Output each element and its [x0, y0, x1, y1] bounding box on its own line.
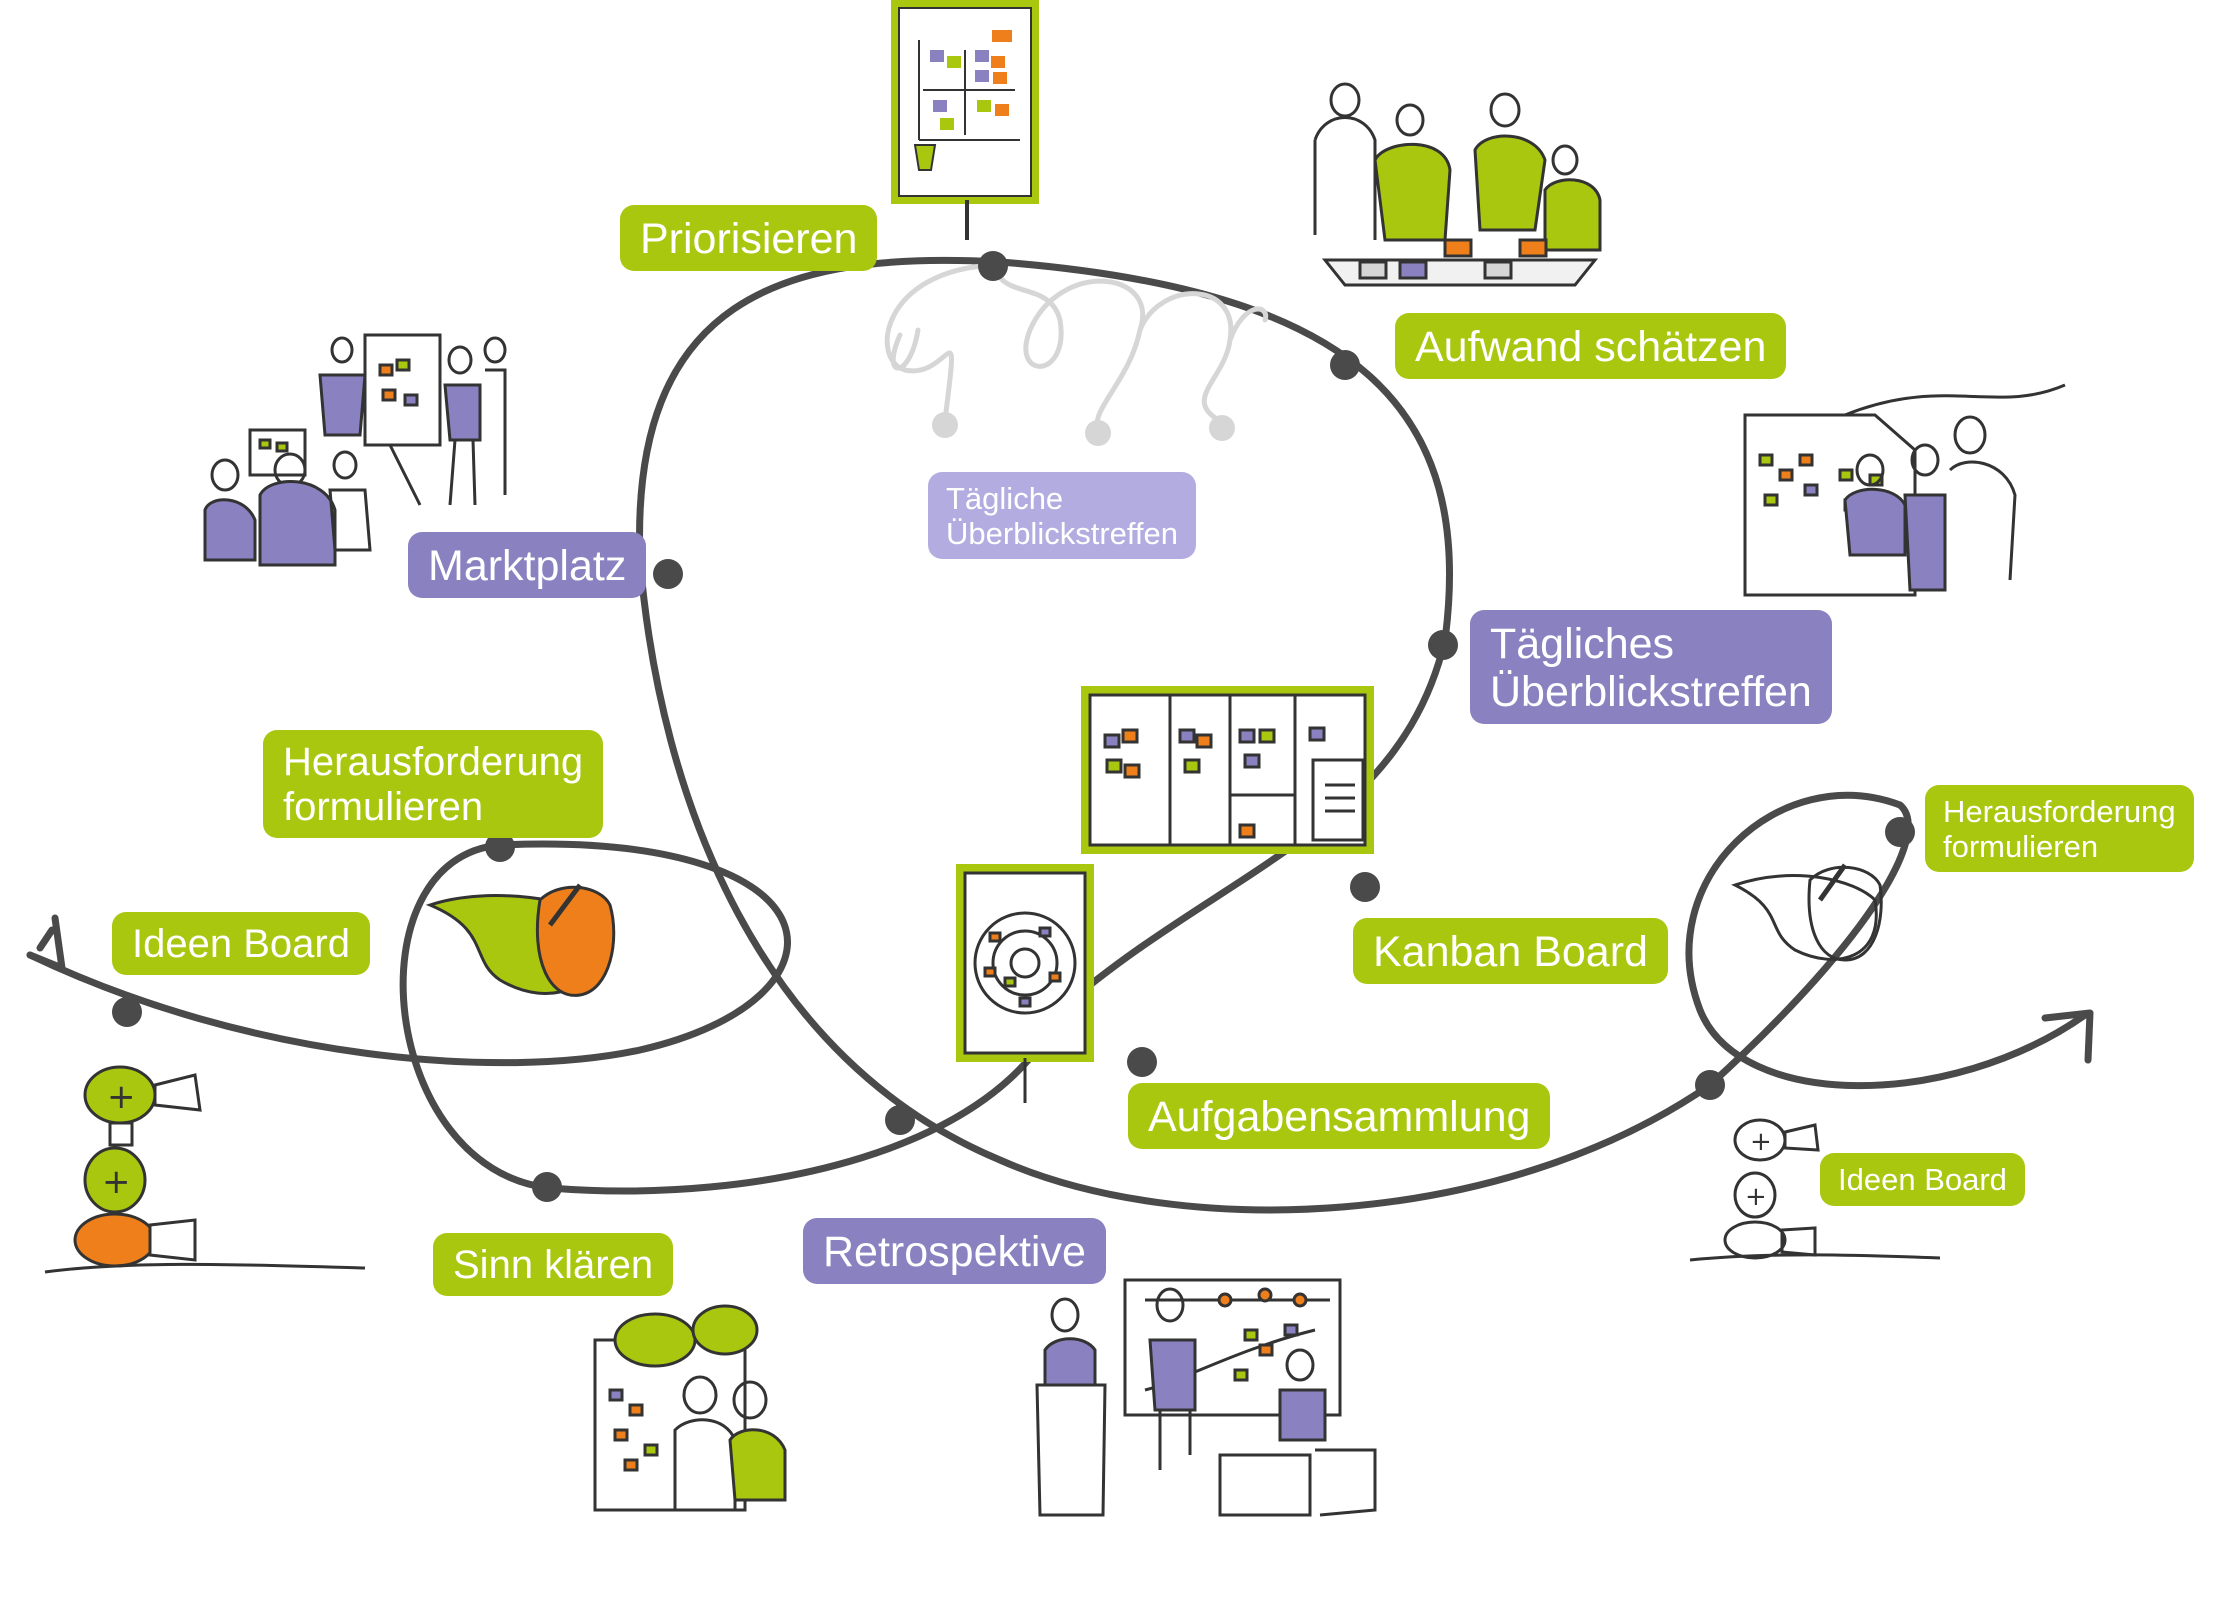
label-herausforderung-formulieren-2: Herausforderung formulieren — [1925, 785, 2194, 873]
daily-loop-dot — [932, 412, 958, 438]
label-aufwand-schaetzen: Aufwand schätzen — [1395, 313, 1787, 380]
label-retrospektive: Retrospektive — [803, 1218, 1106, 1285]
station-dot-priorisieren — [978, 251, 1008, 281]
station-dot-taegliches — [1428, 630, 1458, 660]
svg-text:+: + — [102, 1162, 131, 1202]
label-ideen-board-2: Ideen Board — [1820, 1153, 2025, 1206]
station-dot-herausforderung — [485, 832, 515, 862]
label-taegliches-ueberblickstreffen: Tägliches Überblickstreffen — [1470, 610, 1832, 725]
idea-lightbulbs-icon: + + — [44, 1065, 366, 1274]
label-line-2: formulieren — [283, 784, 484, 829]
prioritization-flipchart-icon — [891, 0, 1039, 240]
label-marktplatz: Marktplatz — [408, 532, 647, 599]
station-dot-sinn-klaeren — [532, 1172, 562, 1202]
station-dot-marktplatz — [653, 559, 683, 589]
daily-loops — [884, 262, 1269, 433]
label-aufgabensammlung: Aufgabensammlung — [1128, 1083, 1551, 1150]
retrospective-team-icon — [1035, 1278, 1377, 1517]
station-dot-kanban-board — [1350, 872, 1380, 902]
station-dot-aufgabensammlung — [1127, 1047, 1157, 1077]
idea-lightbulbs-outline-icon: + + — [1689, 1118, 1941, 1262]
svg-text:+: + — [107, 1077, 136, 1117]
meaning-discussion-team-icon — [593, 1304, 787, 1512]
daily-loop-dot — [1209, 415, 1235, 441]
label-taegliche-ueberblickstreffen: Tägliche Überblickstreffen — [928, 472, 1197, 560]
label-line-1: Herausforderung — [1943, 794, 2176, 829]
station-dot-aufwand — [1330, 350, 1360, 380]
label-herausforderung-formulieren: Herausforderung formulieren — [263, 730, 604, 838]
writing-hand-outline-icon — [1731, 863, 1883, 962]
station-dot-ideen-board-2 — [1695, 1070, 1725, 1100]
label-sinn-klaeren: Sinn klären — [433, 1233, 674, 1296]
label-line-1: Tägliche — [946, 481, 1064, 516]
marketplace-team-icon — [203, 333, 507, 567]
svg-text:+: + — [1745, 1182, 1767, 1212]
label-ideen-board: Ideen Board — [112, 912, 370, 975]
label-kanban-board: Kanban Board — [1353, 918, 1668, 985]
label-priorisieren: Priorisieren — [620, 205, 878, 272]
label-line-2: Überblickstreffen — [946, 515, 1179, 551]
station-dot-herausforderung-2 — [1885, 817, 1915, 847]
label-line-1: Herausforderung — [283, 740, 584, 784]
label-line-2: Überblickstreffen — [1490, 668, 1812, 717]
standup-team-icon — [1743, 383, 2066, 597]
daily-loop-dot — [1085, 420, 1111, 446]
station-dot-ideen-board — [112, 997, 142, 1027]
estimation-team-icon — [1313, 82, 1602, 287]
arrow-head-icon — [2041, 1009, 2094, 1064]
svg-text:+: + — [1750, 1127, 1772, 1157]
writing-hand-icon — [425, 883, 616, 997]
label-line-1: Tägliches — [1490, 620, 1675, 668]
goal-target-flipchart-icon — [956, 864, 1094, 1103]
kanban-board-icon — [1081, 686, 1374, 854]
start-tail-icon — [26, 914, 66, 972]
station-dot-retrospektive — [885, 1105, 915, 1135]
label-line-2: formulieren — [1943, 828, 2099, 864]
